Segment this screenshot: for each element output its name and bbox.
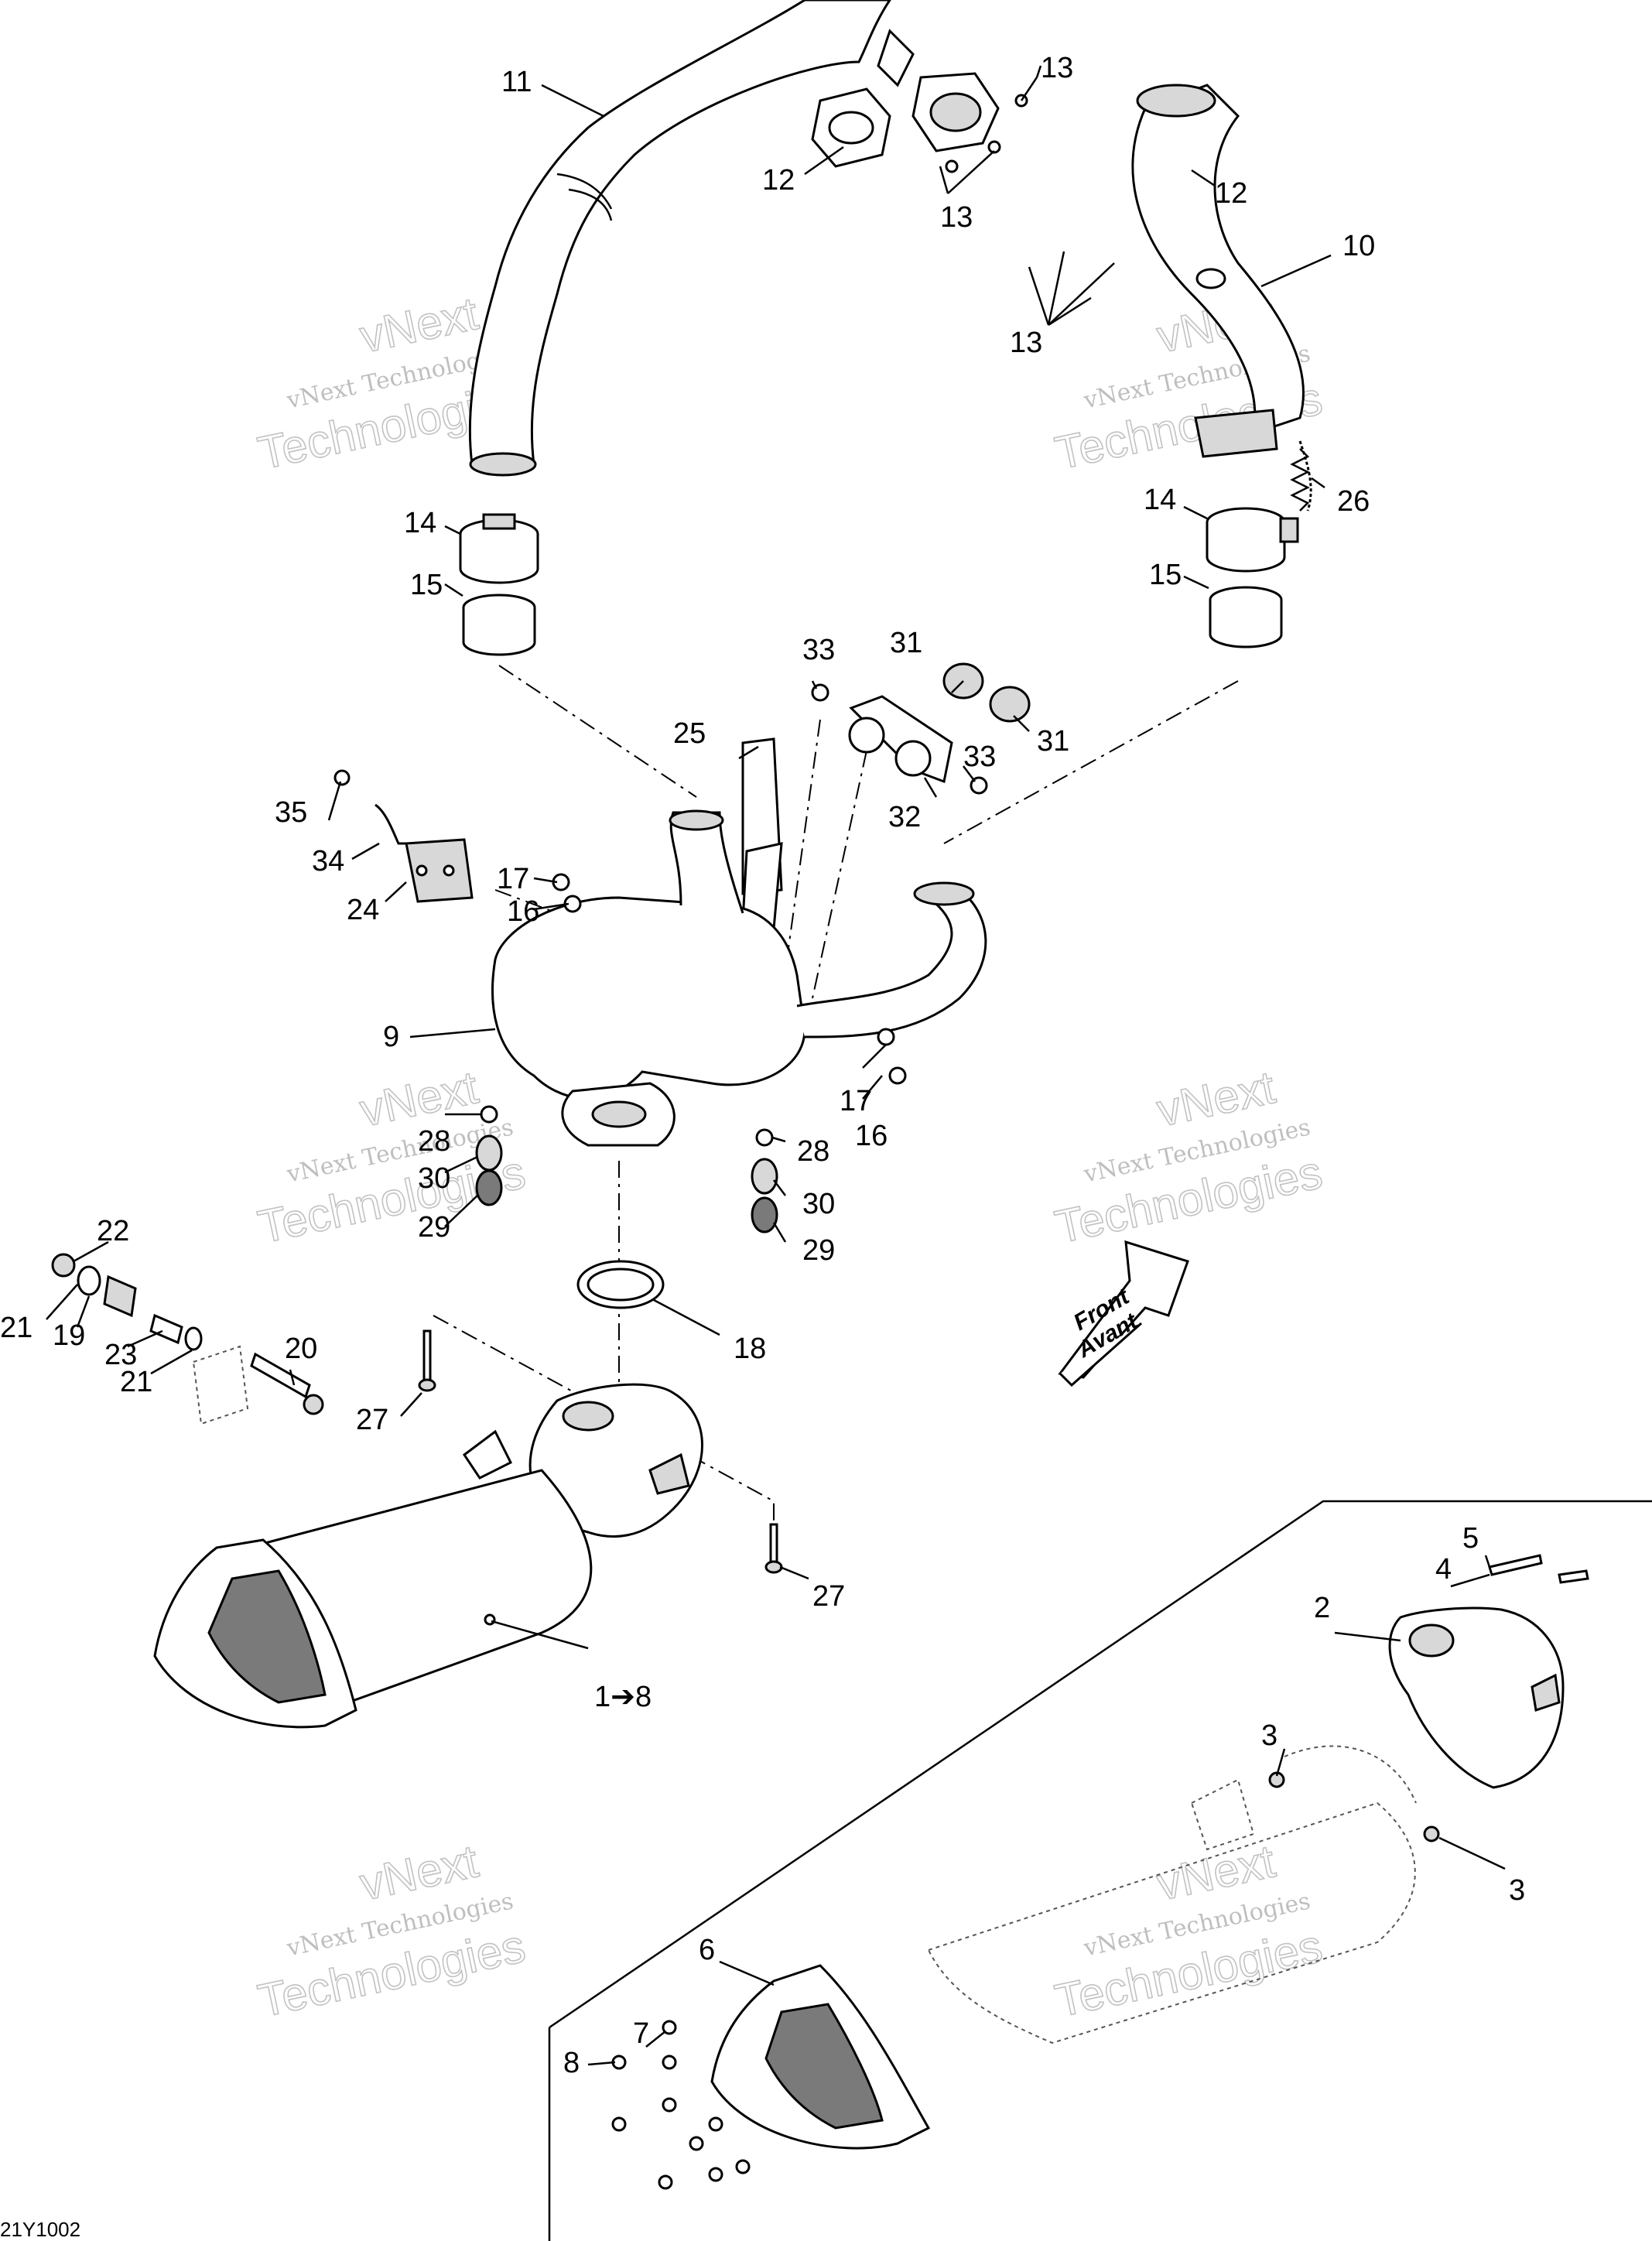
muffler-body-9: [491, 809, 987, 1147]
callout-17: 17: [497, 863, 529, 895]
heat-shield-25: [741, 737, 783, 930]
callout-15: 15: [1149, 559, 1182, 591]
silencer-assembly-1-8: [153, 1383, 703, 1729]
callout-numbers: 11 12 13 13 12 10 13 14 15 14 15 26 33 3…: [0, 52, 1525, 2079]
callout-21: 21: [0, 1312, 32, 1344]
callout-4: 4: [1435, 1553, 1452, 1586]
callout-5: 5: [1462, 1522, 1479, 1555]
bracket-31-32-33: [811, 662, 1031, 795]
callout-31: 31: [890, 627, 922, 659]
callout-27: 27: [356, 1404, 388, 1436]
callout-7: 7: [633, 2017, 649, 2050]
callout-35: 35: [275, 796, 307, 829]
callout-12: 12: [1215, 177, 1247, 210]
callout-24: 24: [347, 894, 379, 926]
callout-3: 3: [1261, 1719, 1277, 1752]
callout-1-to-8: 1➔8: [594, 1681, 652, 1713]
callout-11: 11: [501, 66, 532, 98]
callout-18: 18: [734, 1333, 766, 1365]
callout-10: 10: [1342, 230, 1375, 262]
clamp-14-left: [459, 513, 539, 584]
callout-17: 17: [840, 1085, 872, 1117]
callout-26: 26: [1337, 485, 1370, 518]
callout-15: 15: [410, 569, 443, 601]
callout-14: 14: [404, 507, 436, 539]
spring-26: [1290, 448, 1310, 511]
bolt-27-upper: [418, 1329, 436, 1392]
callout-8: 8: [563, 2047, 580, 2079]
callout-28: 28: [797, 1135, 829, 1168]
callout-19: 19: [53, 1319, 85, 1352]
callout-22: 22: [97, 1215, 129, 1247]
callout-14: 14: [1144, 484, 1176, 516]
callout-9: 9: [383, 1021, 399, 1053]
callout-29: 29: [802, 1234, 835, 1267]
callout-34: 34: [312, 845, 344, 878]
callout-16: 16: [855, 1120, 888, 1152]
callout-23: 23: [104, 1339, 137, 1371]
callout-33: 33: [963, 741, 996, 773]
callout-30: 30: [418, 1162, 450, 1195]
mounting-hardware-19-23: [51, 1253, 324, 1425]
watermark-bottom-right: vNext vNext Technologies Technologies: [1050, 1834, 1327, 2027]
callout-13: 13: [940, 201, 973, 234]
callout-3: 3: [1509, 1874, 1525, 1907]
front-direction-arrow: Front Avant: [1058, 1240, 1189, 1387]
callout-31: 31: [1037, 725, 1069, 758]
callout-16: 16: [507, 895, 539, 928]
grommets-left: [475, 873, 582, 1206]
bolt-27-lower: [764, 1523, 783, 1574]
gasket-18: [576, 1260, 665, 1309]
callout-27: 27: [812, 1580, 845, 1613]
watermark-bottom-left: vNext vNext Technologies Technologies: [253, 1834, 530, 2027]
watermark-mid-right: vNext vNext Technologies Technologies: [1050, 1060, 1327, 1254]
callout-33: 33: [802, 634, 835, 666]
callout-29: 29: [418, 1211, 450, 1244]
hanger-24: [405, 838, 474, 903]
drawing-reference-number: 21Y1002: [0, 2218, 80, 2241]
header-pipe-10: [1131, 84, 1312, 511]
callout-2: 2: [1314, 1592, 1330, 1624]
detail-inset: [548, 1500, 1652, 2241]
sleeve-15-left: [462, 594, 536, 656]
leader-lines: [46, 65, 1506, 2066]
callout-12: 12: [762, 164, 795, 197]
bracket-34: [333, 769, 406, 845]
callout-13: 13: [1010, 327, 1042, 359]
flange-gasket-12-left: [811, 72, 1028, 173]
detail-screws: [611, 1554, 1589, 2190]
callout-13: 13: [1041, 52, 1073, 84]
callout-30: 30: [802, 1188, 835, 1220]
sleeve-15-right: [1209, 586, 1283, 648]
callout-28: 28: [418, 1125, 450, 1158]
grommets-right: [751, 1028, 907, 1233]
detail-ghost-body: [927, 1745, 1417, 2044]
callout-6: 6: [699, 1934, 715, 1966]
callout-21: 21: [120, 1366, 152, 1398]
cover-2: [1388, 1606, 1565, 1789]
callout-20: 20: [285, 1333, 317, 1365]
callout-25: 25: [673, 717, 706, 750]
callout-32: 32: [888, 801, 921, 833]
header-pipe-11: [468, 0, 915, 477]
end-cap-6: [710, 1964, 931, 2150]
clamp-14-right: [1206, 507, 1299, 573]
